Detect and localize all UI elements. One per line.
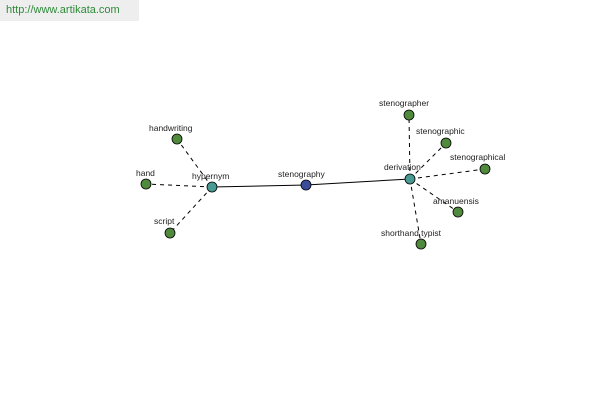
edge-hypernym-handwriting xyxy=(176,138,213,188)
edge-derivation-shorthand_typist xyxy=(409,178,422,245)
edge-derivation-stenographic xyxy=(409,142,447,180)
node-label: stenographical xyxy=(450,152,505,162)
node-marker[interactable] xyxy=(206,181,218,193)
node-label: script xyxy=(154,216,175,226)
node-script[interactable]: script xyxy=(154,216,176,239)
node-shorthand-typist[interactable]: shorthand typist xyxy=(381,228,442,250)
node-marker[interactable] xyxy=(140,178,152,190)
node-stenographical[interactable]: stenographical xyxy=(450,152,505,175)
node-label: stenographic xyxy=(416,126,465,136)
node-marker[interactable] xyxy=(440,137,452,149)
node-marker[interactable] xyxy=(404,173,416,185)
edge-stenography-hypernym xyxy=(211,184,307,188)
edge-stenography-derivation xyxy=(305,178,411,186)
node-marker[interactable] xyxy=(403,109,415,121)
node-label: stenography xyxy=(278,169,326,179)
site-url-link[interactable]: http://www.artikata.com xyxy=(0,0,139,21)
edge-hypernym-script xyxy=(169,186,213,234)
node-amanuensis[interactable]: amanuensis xyxy=(433,196,479,218)
node-derivation[interactable]: derivation xyxy=(384,162,421,185)
node-label: shorthand typist xyxy=(381,228,442,238)
node-stenographer[interactable]: stenographer xyxy=(379,98,429,121)
node-label: stenographer xyxy=(379,98,429,108)
edge-layer xyxy=(145,114,486,245)
node-marker[interactable] xyxy=(164,227,176,239)
node-marker[interactable] xyxy=(415,238,427,250)
node-hand[interactable]: hand xyxy=(136,168,155,190)
edge-derivation-stenographical xyxy=(409,168,486,180)
node-marker[interactable] xyxy=(171,133,183,145)
edge-derivation-amanuensis xyxy=(409,178,459,213)
node-label: hand xyxy=(136,168,155,178)
node-hypernym[interactable]: hypernym xyxy=(192,171,229,193)
node-layer: stenography hypernym derivation handwriting… xyxy=(136,98,505,250)
node-label: amanuensis xyxy=(433,196,479,206)
edge-hypernym-hand xyxy=(145,183,213,188)
node-stenographic[interactable]: stenographic xyxy=(416,126,465,149)
node-marker[interactable] xyxy=(452,206,464,218)
node-marker[interactable] xyxy=(479,163,491,175)
node-handwriting[interactable]: handwriting xyxy=(149,123,193,145)
node-marker[interactable] xyxy=(300,179,312,191)
node-label: hypernym xyxy=(192,171,229,181)
node-label: handwriting xyxy=(149,123,193,133)
node-stenography[interactable]: stenography xyxy=(278,169,326,191)
edge-derivation-stenographer xyxy=(408,114,411,180)
node-label: derivation xyxy=(384,162,421,172)
